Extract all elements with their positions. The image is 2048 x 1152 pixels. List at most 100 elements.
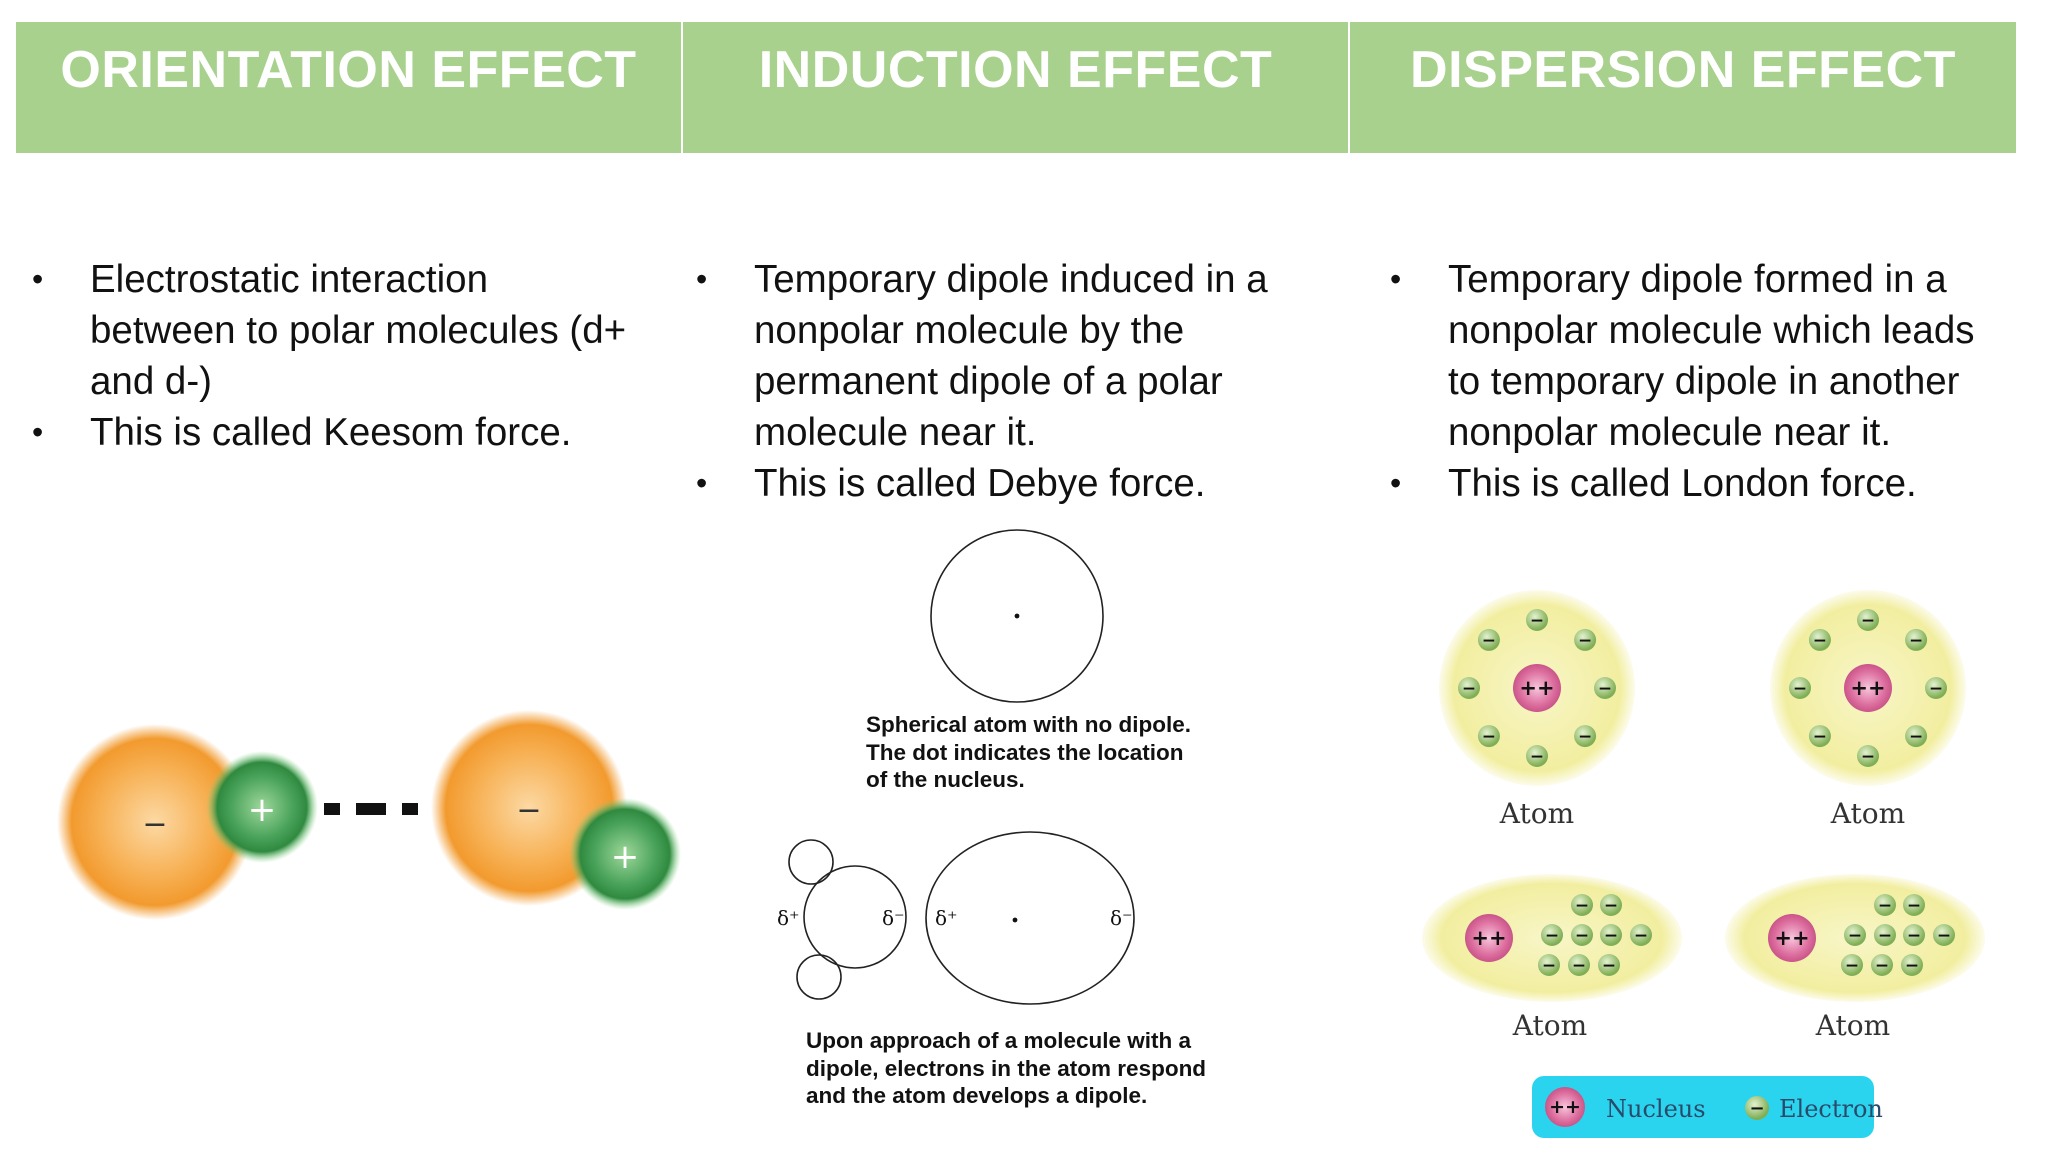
electron-icon [1538, 954, 1560, 976]
dispersion-bullet-1: Temporary dipole formed in a nonpolar mo… [1390, 254, 1990, 458]
electron-symbol: − [1575, 926, 1589, 946]
caption-top-line-1: Spherical atom with no dipole. [866, 712, 1192, 737]
header-dispersion-effect: DISPERSION EFFECT [1350, 22, 2016, 153]
atom-label-2: Atom [1830, 797, 1905, 830]
electron-symbol: − [1937, 926, 1951, 946]
delta-minus-atom: δ⁻ [1110, 906, 1133, 930]
electron-symbol: − [1909, 727, 1923, 747]
polar-molecule-center [803, 865, 907, 969]
header-induction-effect: INDUCTION EFFECT [683, 22, 1348, 153]
legend-nucleus-label: Nucleus [1606, 1095, 1706, 1123]
electron-icon [1477, 725, 1500, 748]
electron-symbol: − [1578, 631, 1592, 651]
nucleus-icon [1513, 664, 1561, 712]
electron-icon [1844, 924, 1866, 946]
header-dispersion-title: DISPERSION EFFECT [1410, 41, 1956, 99]
electron-icon [1526, 745, 1548, 767]
electron-symbol: − [1604, 926, 1618, 946]
induced-dipole-atom [925, 831, 1135, 1005]
header-orientation-title: ORIENTATION EFFECT [60, 41, 637, 99]
legend-electron-symbol: − [1749, 1098, 1764, 1119]
electron-symbol: − [1878, 896, 1892, 916]
electron-icon [1903, 894, 1925, 916]
caption-bottom-line-1: Upon approach of a molecule with a [806, 1028, 1192, 1053]
delta-plus-molecule: δ⁺ [777, 906, 800, 930]
dispersion-bullet-2: This is called London force. [1390, 458, 1990, 509]
electron-icon [1789, 677, 1811, 699]
atom-label-3: Atom [1512, 1009, 1587, 1042]
electron-symbol: − [1575, 896, 1589, 916]
atom-polarized-left: ++−−−−−−−−− [1422, 874, 1682, 1002]
electron-icon [1568, 954, 1590, 976]
nucleus-symbol: ++ [1519, 676, 1554, 700]
legend-nucleus-symbol: ++ [1549, 1096, 1581, 1118]
electron-symbol: − [1878, 926, 1892, 946]
polar-molecule-small-top [788, 839, 834, 885]
electron-symbol: − [1905, 956, 1919, 976]
electron-symbol: − [1545, 926, 1559, 946]
electron-icon [1458, 677, 1480, 699]
delta-plus-atom: δ⁺ [935, 906, 958, 930]
delta-minus-molecule: δ⁻ [882, 906, 905, 930]
header-induction-title: INDUCTION EFFECT [758, 41, 1273, 99]
electron-symbol: − [1907, 896, 1921, 916]
induction-bullet-2: This is called Debye force. [696, 458, 1316, 509]
electron-icon [1477, 628, 1500, 651]
spherical-atom [930, 529, 1104, 703]
electron-icon [1925, 677, 1947, 699]
header-orientation-effect: ORIENTATION EFFECT [16, 22, 681, 153]
electron-icon [1574, 628, 1597, 651]
induction-bullet-1: Temporary dipole induced in a nonpolar m… [696, 254, 1316, 458]
electron-icon [1630, 924, 1652, 946]
induction-bullets: Temporary dipole induced in a nonpolar m… [696, 254, 1316, 509]
legend-electron-icon [1745, 1096, 1769, 1120]
electron-icon [1808, 628, 1831, 651]
atom-label-4: Atom [1815, 1009, 1890, 1042]
electron-icon [1874, 894, 1896, 916]
electron-symbol: − [1929, 679, 1943, 699]
electron-symbol: − [1542, 956, 1556, 976]
atom-polarized-right: ++−−−−−−−−− [1725, 874, 1985, 1002]
electron-icon [1905, 725, 1928, 748]
nucleus-icon [1844, 664, 1892, 712]
electron-icon [1808, 725, 1831, 748]
electron-icon [1541, 924, 1563, 946]
electron-icon [1600, 924, 1622, 946]
electron-symbol: − [1634, 926, 1648, 946]
nucleus-symbol: ++ [1471, 926, 1506, 950]
electron-icon [1571, 924, 1593, 946]
electron-icon [1857, 745, 1879, 767]
electron-symbol: − [1861, 747, 1875, 767]
caption-top-line-2: The dot indicates the location [866, 739, 1184, 765]
dipole-interaction-dashes [324, 803, 418, 815]
electron-symbol: − [1793, 679, 1807, 699]
nucleus-icon [1768, 914, 1816, 962]
minus-sign-right: − [516, 793, 541, 828]
electron-symbol: − [1813, 631, 1827, 651]
orientation-bullet-1: Electrostatic interaction between to pol… [32, 254, 642, 407]
plus-sign-left: + [248, 790, 277, 830]
electron-symbol: − [1482, 631, 1496, 651]
electron-symbol: − [1598, 679, 1612, 699]
electron-symbol: − [1530, 747, 1544, 767]
electron-icon [1871, 954, 1893, 976]
legend-electron-label: Electron [1779, 1095, 1883, 1123]
electron-symbol: − [1530, 611, 1544, 631]
electron-icon [1600, 894, 1622, 916]
electron-icon [1594, 677, 1616, 699]
orientation-bullets: Electrostatic interaction between to pol… [32, 254, 642, 458]
electron-symbol: − [1848, 926, 1862, 946]
electron-icon [1857, 609, 1879, 631]
electron-icon [1571, 894, 1593, 916]
nucleus-dot-bottom [1012, 917, 1018, 923]
caption-top-line-3: of the nucleus. [866, 767, 1025, 792]
nucleus-symbol: ++ [1850, 676, 1885, 700]
electron-symbol: − [1875, 956, 1889, 976]
electron-symbol: − [1462, 679, 1476, 699]
legend-background [1532, 1076, 1874, 1138]
electron-icon [1874, 924, 1896, 946]
legend: ++ Nucleus − Electron [1532, 1076, 1883, 1138]
atom-round-right: ++−−−−−−−− [1770, 590, 1966, 786]
electron-symbol: − [1482, 727, 1496, 747]
